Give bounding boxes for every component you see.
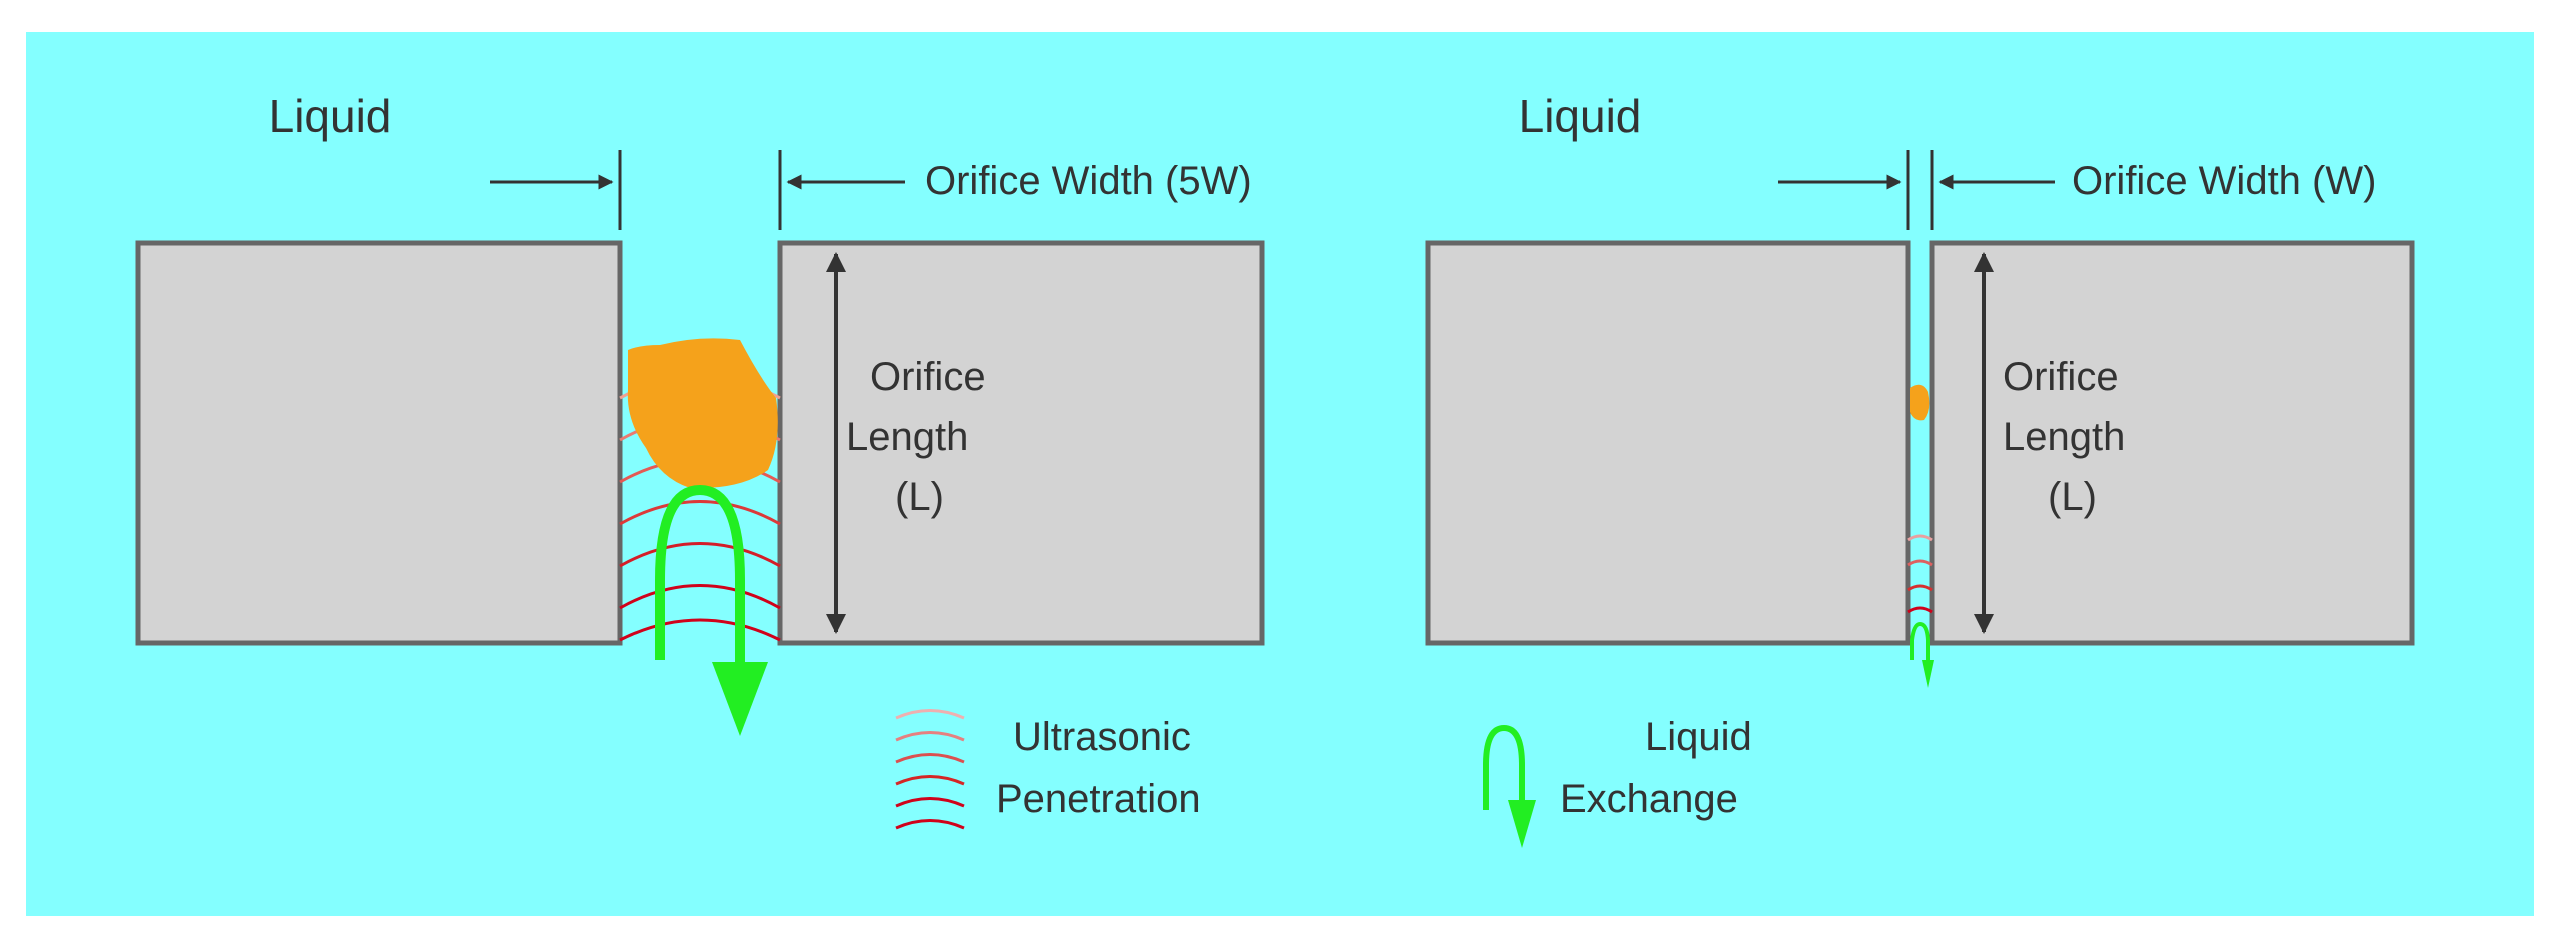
left-exchange-arrowhead — [712, 662, 768, 736]
right-orifice-width-label: Orifice Width (W) — [2072, 159, 2376, 203]
legend-exchange-line-1: Liquid — [1645, 715, 1752, 759]
exchange-arrow-icon — [1483, 724, 1536, 848]
left-orifice-width-label: Orifice Width (5W) — [925, 159, 1252, 203]
right-liquid-label: Liquid — [1519, 90, 1642, 142]
legend-ultrasonic-line-1: Ultrasonic — [1013, 715, 1191, 759]
legend-exchange-line-2: Exchange — [1560, 777, 1738, 821]
right-contaminant — [1910, 384, 1930, 421]
legend: Ultrasonic Penetration Liquid Exchange — [895, 709, 1752, 848]
legend-ultrasonic-line-2: Penetration — [996, 777, 1201, 821]
right-ultrasonic-waves — [1907, 534, 1933, 614]
right-exchange-arrow — [1910, 621, 1930, 662]
wave-arcs-icon — [895, 709, 965, 830]
left-liquid-label: Liquid — [269, 90, 392, 142]
left-block-left — [135, 240, 623, 646]
right-length-label-3: (L) — [2048, 475, 2097, 519]
right-block-left — [1425, 240, 1911, 646]
left-length-label-2: Length — [846, 415, 968, 459]
right-exchange-arrowhead — [1922, 660, 1934, 688]
right-length-label-2: Length — [2003, 415, 2125, 459]
right-panel: Liquid Orifice Width (W) Orifice Length … — [1425, 90, 2415, 688]
left-exchange-arrow — [655, 484, 745, 672]
left-contaminant — [627, 338, 778, 489]
right-block-right — [1929, 240, 2415, 646]
right-length-label-1: Orifice — [2003, 355, 2119, 399]
left-panel: Liquid Orifice Width (5W) Orifice Length… — [135, 90, 1265, 736]
left-length-label-3: (L) — [895, 475, 944, 519]
left-length-label-1: Orifice — [870, 355, 986, 399]
left-block-right — [777, 240, 1265, 646]
